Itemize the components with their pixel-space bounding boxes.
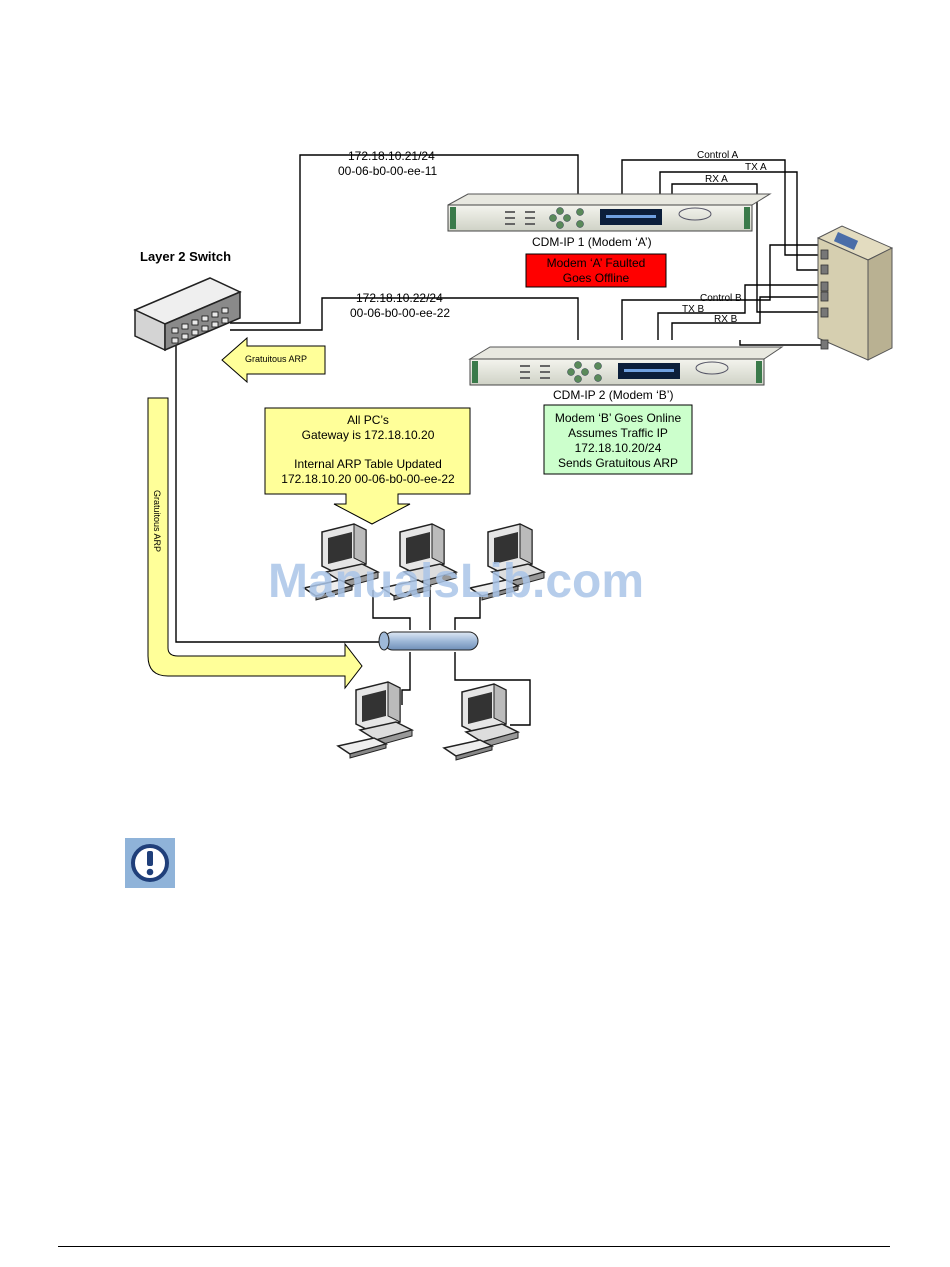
- modem-b-signal-rx: RX B: [714, 314, 738, 325]
- footer-rule: [58, 1246, 890, 1247]
- modem-b-status-line3: 172.18.10.20/24: [575, 441, 662, 455]
- modem-a-signal-control: Control A: [697, 150, 738, 161]
- modem-b-mac: 00-06-b0-00-ee-22: [350, 306, 450, 320]
- modem-b-status-line1: Modem ‘B’ Goes Online: [555, 411, 682, 425]
- modem-a-ip: 172.18.10.21/24: [348, 149, 435, 163]
- modem-b-status-line4: Sends Gratuitous ARP: [558, 456, 678, 470]
- pc-arp-note: All PC’s Gateway is 172.18.10.20 Interna…: [264, 407, 471, 525]
- modem-b-online-box: Modem ‘B’ Goes Online Assumes Traffic IP…: [543, 404, 693, 475]
- gratuitous-arp-arrow-short: Gratuitous ARP: [221, 336, 326, 384]
- modem-b-status-line2: Assumes Traffic IP: [568, 426, 668, 440]
- modem-a-signal-tx: TX A: [745, 162, 767, 173]
- pc-note-line1: All PC’s: [347, 413, 389, 427]
- ethernet-bus: [378, 631, 479, 651]
- pc-note-line4: 172.18.10.20 00-06-b0-00-ee-22: [281, 472, 455, 486]
- watermark: ManualsLib.com: [268, 555, 644, 608]
- pc-workstation-4: [337, 681, 413, 759]
- modem-a-fault-line1: Modem ‘A’ Faulted: [547, 256, 646, 270]
- gratuitous-arp-arrow-long: Gratuitous ARP: [147, 397, 363, 690]
- modem-a-mac: 00-06-b0-00-ee-11: [338, 164, 438, 178]
- important-note-icon: [125, 838, 175, 888]
- modem-b-device: [468, 346, 784, 386]
- modem-a-name: CDM-IP 1 (Modem ‘A’): [532, 235, 652, 249]
- gratuitous-arp-vertical-label: Gratuitous ARP: [152, 490, 162, 552]
- modem-a-fault-box: Modem ‘A’ Faulted Goes Offline: [525, 253, 667, 288]
- layer2-switch-device: [133, 277, 242, 352]
- modem-a-device: [447, 193, 772, 232]
- pc-note-line2: Gateway is 172.18.10.20: [302, 428, 435, 442]
- modem-a-fault-line2: Goes Offline: [563, 271, 630, 285]
- modem-b-ip: 172.18.10.22/24: [356, 291, 443, 305]
- gratuitous-arp-arrow-label: Gratuitous ARP: [245, 354, 307, 364]
- redundancy-switch-unit: [816, 225, 894, 361]
- network-cabling: [175, 154, 822, 726]
- modem-a-signal-rx: RX A: [705, 174, 728, 185]
- modem-b-signal-control: Control B: [700, 293, 742, 304]
- pc-note-line3: Internal ARP Table Updated: [294, 457, 442, 471]
- pc-workstation-5: [443, 683, 519, 761]
- switch-label: Layer 2 Switch: [140, 249, 231, 264]
- modem-b-name: CDM-IP 2 (Modem ‘B’): [553, 388, 673, 402]
- modem-b-signal-tx: TX B: [682, 304, 705, 315]
